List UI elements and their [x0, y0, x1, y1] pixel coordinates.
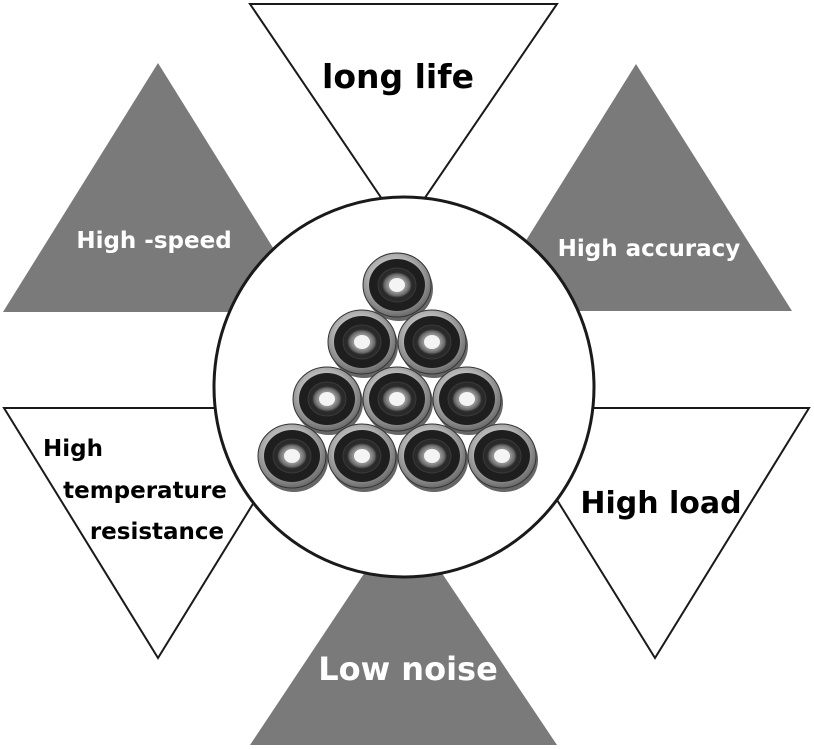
triangle-long-life: [248, 3, 559, 232]
bearing: [467, 423, 538, 492]
label-high-temp-line2: temperature: [63, 478, 227, 504]
bearing: [327, 309, 398, 378]
label-high-load: High load: [580, 486, 741, 521]
triangle-high-load: [498, 407, 811, 660]
label-long-life: long life: [322, 57, 474, 96]
triangle-high-speed: [3, 63, 313, 312]
label-low-noise: Low noise: [318, 650, 498, 688]
bearing: [362, 252, 433, 321]
bearing: [362, 366, 433, 435]
bearing: [327, 423, 398, 492]
bearing: [432, 366, 503, 435]
bearing: [292, 366, 363, 435]
triangle-low-noise: [250, 515, 557, 745]
label-high-temp-line3: resistance: [90, 519, 224, 545]
label-high-speed: High -speed: [76, 228, 231, 254]
bearing: [397, 423, 468, 492]
label-high-temp-line1: High: [43, 436, 103, 462]
bearings-pyramid: [257, 252, 538, 492]
bearing: [257, 423, 328, 492]
triangle-high-accuracy: [482, 64, 792, 311]
label-high-accuracy: High accuracy: [558, 236, 741, 262]
bearing: [397, 309, 468, 378]
